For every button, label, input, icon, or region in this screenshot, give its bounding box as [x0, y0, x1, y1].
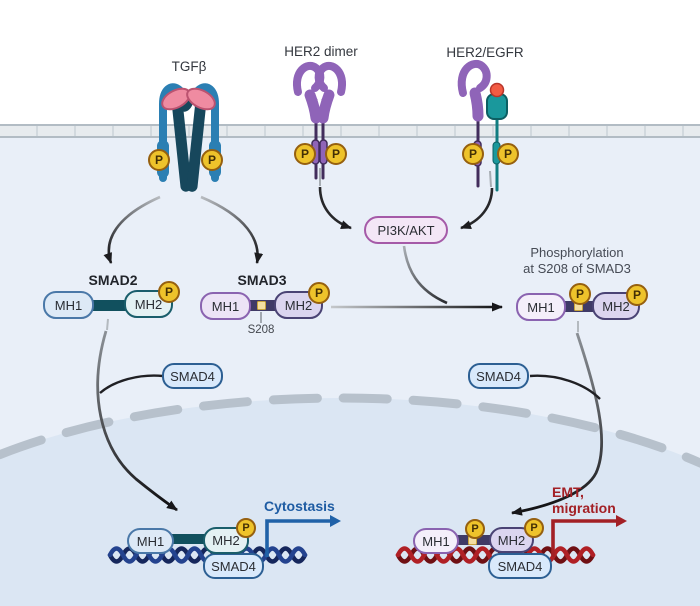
tgfb-to-smad3-arrow	[200, 195, 264, 264]
psmad3-linker-phosphate-badge: P	[569, 283, 591, 305]
her2-to-pi3k-arrow	[318, 186, 352, 230]
her2-phosphate-left: P	[294, 143, 316, 165]
emt-arrow	[551, 515, 627, 557]
tgfb-label: TGFβ	[171, 59, 207, 74]
tgfb-phosphate-left: P	[148, 149, 170, 171]
nuclear-right-mh2: MH2	[489, 527, 534, 553]
nuclear-left-linker	[170, 534, 206, 544]
smad2-to-nucleus-arrow	[96, 330, 178, 512]
tgfb-receptor	[157, 83, 221, 192]
smad2-mh2-domain: MH2	[124, 290, 173, 318]
tgfb-ligand	[161, 87, 216, 111]
smad2-mh1-domain: MH1	[43, 291, 94, 319]
her2-dimer-label: HER2 dimer	[284, 44, 358, 59]
smad3-label: SMAD3	[237, 272, 287, 288]
nuclear-left-mh1: MH1	[127, 528, 174, 554]
her2-egfr-label: HER2/EGFR	[446, 45, 524, 60]
nuclear-left-smad4: SMAD4	[203, 553, 264, 579]
tgfb-phosphate-right: P	[201, 149, 223, 171]
nuclear-right-smad4: SMAD4	[488, 553, 552, 579]
cytostasis-label: Cytostasis	[264, 498, 335, 514]
nuclear-right-mh1: MH1	[413, 528, 459, 554]
her2egfr-phosphate-right: P	[497, 143, 519, 165]
her2-dimer-receptor	[292, 61, 347, 180]
psmad3-to-nucleus-arrow	[511, 332, 604, 516]
nuclear-right-linker-phosphate-badge: P	[465, 519, 485, 539]
psmad3-mh2-phosphate-badge: P	[626, 284, 648, 306]
pi3k-akt-node: PI3K/AKT	[364, 216, 448, 244]
pi3k-output-curve	[402, 245, 448, 305]
smad4-right-connector	[529, 374, 601, 400]
smad3-phosphate-badge: P	[308, 282, 330, 304]
her2-phosphate-right: P	[325, 143, 347, 165]
egf-ligand	[489, 82, 505, 98]
her2egfr-phosphate-left: P	[462, 143, 484, 165]
smad4-left-connector	[99, 374, 164, 394]
smad2-linker	[90, 300, 126, 311]
phosphorylation-caption: Phosphorylation at S208 of SMAD3	[523, 245, 631, 276]
nuclear-right-mh2-phosphate-badge: P	[524, 518, 544, 538]
her2-egfr-receptor	[457, 60, 508, 192]
smad4-right-pill: SMAD4	[468, 363, 529, 389]
smad4-left-pill: SMAD4	[162, 363, 223, 389]
psmad3-mh1-domain: MH1	[516, 293, 566, 321]
smad2-phosphate-badge: P	[158, 281, 180, 303]
egfr-to-pi3k-arrow	[460, 187, 494, 230]
nuclear-left-phosphate-badge: P	[236, 518, 256, 538]
emt-migration-label: EMT, migration	[552, 484, 616, 516]
smad2-label: SMAD2	[88, 272, 138, 288]
egfr-leader-line	[489, 170, 492, 188]
cytostasis-arrow	[265, 515, 341, 557]
smad3-s208-site	[257, 301, 266, 310]
smad3-mh1-domain: MH1	[200, 292, 251, 320]
smad2-leader-line	[106, 318, 109, 331]
tgfb-to-smad2-arrow	[103, 195, 161, 264]
nuclear-left-mh2: MH2	[203, 527, 249, 554]
egfr-receptor-head	[486, 93, 508, 120]
s208-label: S208	[247, 324, 275, 336]
